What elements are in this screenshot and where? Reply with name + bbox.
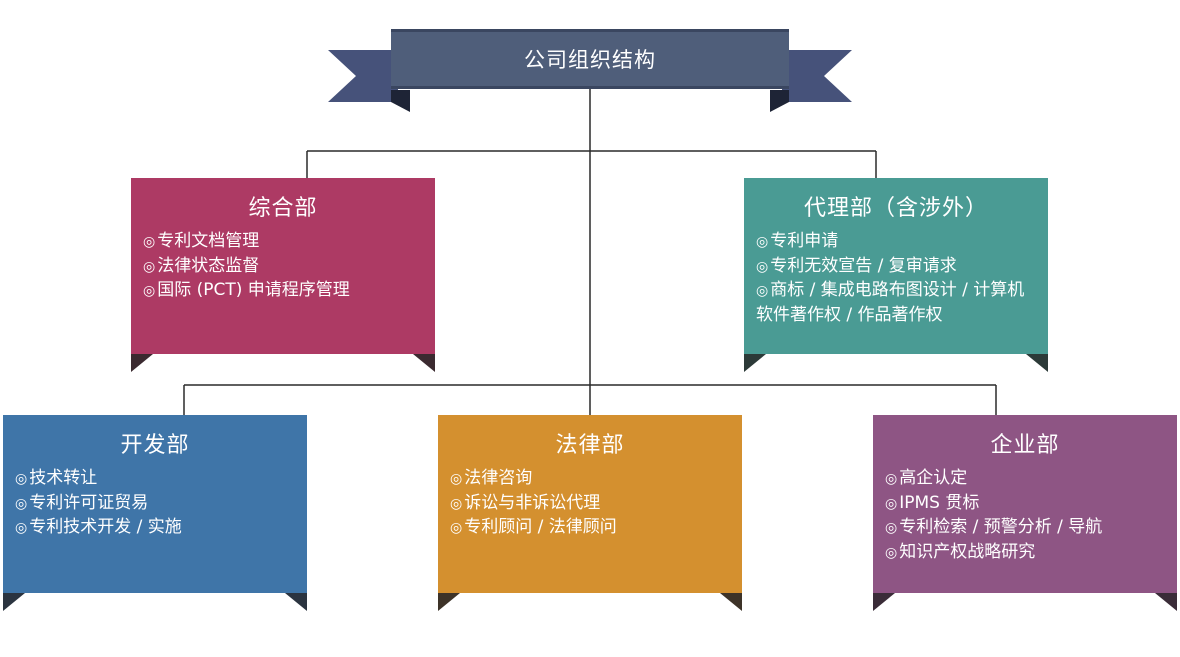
- bullet-icon: ◎: [450, 471, 463, 487]
- dept-title: 代理部（含涉外）: [803, 196, 988, 221]
- dept-item: ◎专利技术开发 / 实施: [15, 517, 182, 537]
- ribbon-left-tail: [328, 50, 410, 112]
- bullet-icon: ◎: [756, 258, 769, 275]
- dept-title: 开发部: [120, 433, 190, 458]
- dept-item: ◎专利无效宣告 / 复审请求: [756, 255, 957, 276]
- bullet-icon: ◎: [885, 544, 898, 561]
- bullet-icon: ◎: [15, 471, 28, 487]
- bullet-icon: ◎: [15, 520, 28, 536]
- dept-item-list: ◎技术转让 ◎专利许可证贸易 ◎专利技术开发 / 实施: [3, 467, 307, 541]
- dept-item: ◎专利申请: [756, 231, 839, 251]
- bullet-icon: ◎: [143, 258, 156, 275]
- dept-item: ◎专利检索 / 预警分析 / 导航: [885, 517, 1103, 537]
- bullet-icon: ◎: [143, 283, 156, 299]
- dept-item: ◎国际 (PCT) 申请程序管理: [143, 280, 350, 300]
- dept-item-list: ◎专利文档管理 ◎法律状态监督 ◎国际 (PCT) 申请程序管理: [131, 230, 435, 304]
- bullet-icon: ◎: [756, 234, 769, 250]
- dept-title: 企业部: [990, 433, 1060, 458]
- dept-title: 法律部: [555, 433, 625, 458]
- box-fold-right: [1026, 354, 1048, 372]
- dept-item: ◎专利文档管理: [143, 231, 260, 251]
- dept-item: ◎诉讼与非诉讼代理: [450, 492, 601, 513]
- ribbon-right-tail: [770, 50, 852, 112]
- dept-item: ◎高企认定: [885, 468, 968, 488]
- dept-item: ◎商标 / 集成电路布图设计 / 计算机软件著作权 / 作品著作权: [756, 280, 1025, 325]
- dept-item: ◎专利顾问 / 法律顾问: [450, 517, 617, 537]
- box-fold-right: [413, 354, 435, 372]
- dept-title: 综合部: [248, 196, 318, 221]
- dept-item-list: ◎专利申请 ◎专利无效宣告 / 复审请求 ◎商标 / 集成电路布图设计 / 计算…: [744, 230, 1048, 327]
- bullet-icon: ◎: [450, 520, 463, 536]
- box-fold-left: [438, 593, 460, 611]
- dept-item: ◎IPMS 贯标: [885, 492, 980, 513]
- dept-box-daili: 代理部（含涉外） ◎专利申请 ◎专利无效宣告 / 复审请求 ◎商标 / 集成电路…: [744, 178, 1048, 372]
- bullet-icon: ◎: [143, 234, 156, 250]
- box-fold-left: [131, 354, 153, 372]
- dept-item: ◎专利许可证贸易: [15, 492, 149, 513]
- bullet-icon: ◎: [756, 283, 769, 299]
- dept-item: ◎知识产权战略研究: [885, 541, 1036, 562]
- dept-item-list: ◎高企认定 ◎IPMS 贯标 ◎专利检索 / 预警分析 / 导航 ◎知识产权战略…: [873, 467, 1177, 565]
- dept-box-qiye: 企业部 ◎高企认定 ◎IPMS 贯标 ◎专利检索 / 预警分析 / 导航 ◎知识…: [873, 415, 1177, 611]
- dept-item: ◎法律状态监督: [143, 255, 260, 276]
- box-fold-right: [720, 593, 742, 611]
- box-fold-right: [285, 593, 307, 611]
- dept-item: ◎法律咨询: [450, 468, 533, 488]
- bullet-icon: ◎: [15, 495, 28, 512]
- bullet-icon: ◎: [885, 471, 898, 487]
- dept-item: ◎技术转让: [15, 468, 98, 488]
- org-chart-title: 公司组织结构: [391, 29, 789, 89]
- dept-box-kaifa: 开发部 ◎技术转让 ◎专利许可证贸易 ◎专利技术开发 / 实施: [3, 415, 307, 611]
- dept-box-falv: 法律部 ◎法律咨询 ◎诉讼与非诉讼代理 ◎专利顾问 / 法律顾问: [438, 415, 742, 611]
- box-fold-left: [744, 354, 766, 372]
- box-fold-left: [873, 593, 895, 611]
- dept-item-list: ◎法律咨询 ◎诉讼与非诉讼代理 ◎专利顾问 / 法律顾问: [438, 467, 742, 541]
- box-fold-right: [1155, 593, 1177, 611]
- bullet-icon: ◎: [885, 495, 898, 512]
- bullet-icon: ◎: [450, 495, 463, 512]
- dept-box-zonghe: 综合部 ◎专利文档管理 ◎法律状态监督 ◎国际 (PCT) 申请程序管理: [131, 178, 435, 372]
- box-fold-left: [3, 593, 25, 611]
- org-chart-title-text: 公司组织结构: [524, 48, 656, 72]
- bullet-icon: ◎: [885, 520, 898, 536]
